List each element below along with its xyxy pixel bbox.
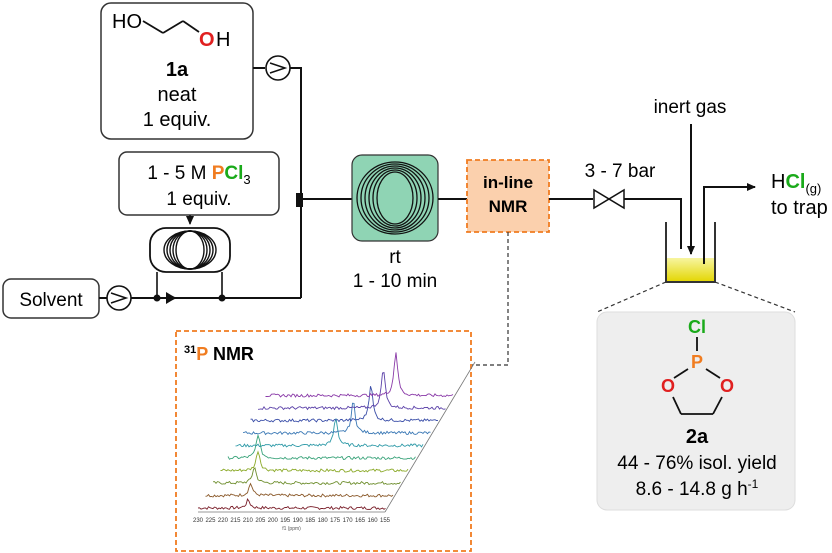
pump-1a xyxy=(265,55,291,81)
inline-nmr-box xyxy=(466,159,550,233)
yield-label: 44 - 76% isol. yield xyxy=(617,453,776,474)
pcl3-storage-coil xyxy=(149,215,231,273)
spectrum-tick-label: 190 xyxy=(293,518,304,524)
pressure-label: 3 - 7 bar xyxy=(585,161,656,182)
ho-label: HO xyxy=(112,11,142,33)
spectrum-tick-label: 215 xyxy=(230,518,241,524)
product-oxygen-left: O xyxy=(661,376,675,396)
rate-label: 8.6 - 14.8 g h-1 xyxy=(636,477,759,500)
reagent-equiv-label: 1 equiv. xyxy=(143,109,212,131)
spectrum-title: 31P NMR xyxy=(184,344,254,364)
nmr-trace xyxy=(242,402,431,436)
t-mixer xyxy=(296,193,303,207)
product-structure: Cl P O O xyxy=(661,317,734,415)
nmr-trace xyxy=(235,418,424,448)
ethylene-glycol-structure: HO O H xyxy=(112,11,230,51)
hcl-label: HCl(g) xyxy=(771,171,821,196)
nmr-trace xyxy=(197,498,386,511)
line-to-flask xyxy=(624,198,682,249)
spectrum-tick-label: 185 xyxy=(305,518,316,524)
product-oxygen-right: O xyxy=(720,376,734,396)
nmr-trace xyxy=(227,433,416,461)
compound-1a-label: 1a xyxy=(166,59,189,81)
nmr-trace xyxy=(257,372,446,411)
nmr-trace xyxy=(250,386,439,423)
spectrum-tick-label: 175 xyxy=(330,518,341,524)
nmr-trace xyxy=(220,450,409,473)
pcl3-equiv-label: 1 equiv. xyxy=(166,189,231,210)
pump-solvent xyxy=(106,285,132,311)
nmr-spectrum-panel xyxy=(175,330,472,552)
inert-gas-label: inert gas xyxy=(654,97,727,118)
spectrum-tick-label: 210 xyxy=(243,518,254,524)
spectrum-tick-label: 205 xyxy=(255,518,266,524)
oh-hydrogen: H xyxy=(216,29,230,51)
spectrum-tick-label: 170 xyxy=(343,518,354,524)
spectrum-tick-label: 225 xyxy=(205,518,216,524)
spectrum-x-axis-label: f1 (ppm) xyxy=(282,526,301,532)
nmr-trace xyxy=(265,352,454,398)
spectrum-tick-label: 220 xyxy=(218,518,229,524)
to-trap-label: to trap xyxy=(771,197,828,219)
spectrum-tick-label: 180 xyxy=(318,518,329,524)
line-1a xyxy=(290,67,302,199)
oh-oxygen: O xyxy=(199,29,215,51)
nmr-line2: NMR xyxy=(489,197,528,216)
spectrum-tick-label: 230 xyxy=(193,518,204,524)
back-pressure-regulator xyxy=(593,188,625,210)
product-phosphorus: P xyxy=(691,352,703,372)
nmr-trace xyxy=(212,467,401,486)
spectrum-tick-label: 155 xyxy=(380,518,391,524)
reactor-temp-label: rt xyxy=(389,247,401,268)
spectrum-tick-label: 160 xyxy=(368,518,379,524)
product-box-2a xyxy=(596,311,796,511)
reactor-time-label: 1 - 10 min xyxy=(353,271,437,292)
nmr-connector xyxy=(472,232,509,366)
compound-2a-label: 2a xyxy=(686,426,709,448)
product-chlorine: Cl xyxy=(688,317,706,337)
nmr-line1: in-line xyxy=(483,173,533,192)
collection-vessel xyxy=(665,222,716,283)
spectrum-tick-label: 195 xyxy=(280,518,291,524)
hcl-outlet-line xyxy=(703,183,756,264)
spectrum-tick-label: 165 xyxy=(355,518,366,524)
reagent-box-pcl3 xyxy=(118,151,280,216)
solvent-label: Solvent xyxy=(19,290,83,311)
spectrum-tick-label: 200 xyxy=(268,518,279,524)
pcl3-concentration: 1 - 5 M PCl3 xyxy=(147,163,250,187)
nmr-trace xyxy=(205,482,394,498)
reagent-box-1a xyxy=(100,2,254,140)
neat-label: neat xyxy=(158,84,197,106)
reactor-coil xyxy=(351,154,439,242)
